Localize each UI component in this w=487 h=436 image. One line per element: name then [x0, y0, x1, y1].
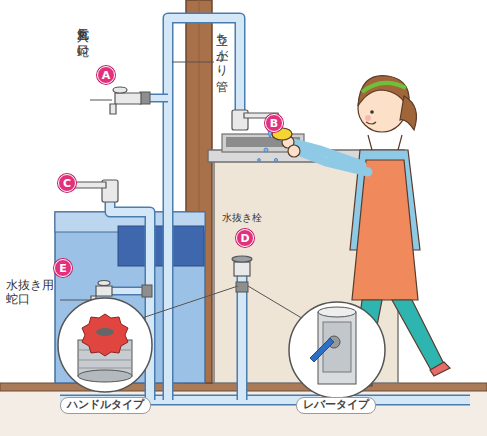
lever-type-closeup-part — [310, 338, 334, 362]
water-pipes-part — [237, 268, 248, 400]
water-pipes-part — [150, 383, 168, 400]
water-splash-part — [258, 159, 261, 162]
faucets-part — [98, 281, 110, 286]
faucets-part — [72, 182, 106, 188]
water-splash-part — [274, 158, 277, 161]
water-splash-part — [264, 148, 268, 152]
handle-type-closeup — [58, 298, 152, 392]
faucets-part — [232, 256, 252, 262]
woman-figure-part — [370, 110, 374, 114]
leader-lines — [60, 62, 305, 320]
part-label: 水抜き栓 — [222, 212, 282, 224]
callout-letter: D — [240, 233, 249, 244]
callout-letter: B — [270, 118, 278, 129]
woman-figure-part — [358, 76, 409, 110]
leader-lines-part — [60, 300, 92, 301]
part-label: 立ち上がり管 — [214, 24, 228, 72]
callout-circle: A — [97, 66, 115, 84]
handle-type-closeup-part — [58, 298, 152, 392]
lever-type-closeup-part — [318, 307, 356, 317]
left-cabinet-part — [118, 226, 204, 266]
callout-letter: E — [59, 263, 67, 274]
callout-letter: A — [102, 70, 111, 81]
left-cabinet-part — [55, 212, 205, 383]
water-pipes — [60, 18, 470, 400]
callout-circle: B — [265, 114, 283, 132]
lever-type-closeup-part — [289, 302, 385, 398]
woman-figure-part — [365, 115, 371, 121]
handle-type-closeup-part — [82, 314, 128, 356]
faucets-part — [113, 87, 127, 93]
callout-letter: C — [63, 178, 71, 189]
faucets-part — [115, 93, 141, 104]
woman-figure-part — [368, 135, 402, 150]
left-cabinet — [55, 212, 205, 383]
type-caption: ハンドルタイプ — [60, 397, 151, 414]
faucets-part — [96, 286, 112, 296]
woman-figure-part — [288, 145, 300, 157]
water-pipes-part — [168, 18, 240, 383]
lever-type-closeup — [289, 302, 385, 398]
woman-figure-part — [366, 122, 376, 124]
pipe-joints-part — [236, 282, 248, 292]
callout-circle: C — [58, 174, 76, 192]
woman-figure-part — [296, 150, 368, 172]
pipe-joints-part — [142, 285, 152, 297]
faucets-part — [110, 104, 116, 114]
part-label: 空気入れ蛇口 — [75, 18, 89, 38]
woman-figure-part — [400, 96, 416, 130]
leader-lines-part — [142, 286, 238, 318]
leader-lines-part — [248, 286, 305, 320]
woman-figure-part — [430, 362, 450, 376]
woman-figure-part — [392, 300, 444, 372]
part-label: 水抜き用蛇口 — [6, 279, 58, 307]
handle-type-closeup-part — [96, 328, 114, 336]
pipe-joints — [140, 92, 248, 297]
water-pipes-part — [168, 18, 240, 383]
leader-lines-part — [90, 100, 112, 101]
faucets-part — [234, 262, 250, 276]
type-caption: レバータイプ — [296, 397, 376, 414]
woman-figure-part — [352, 160, 418, 300]
water-pipes-part — [150, 383, 168, 400]
callout-circle: E — [54, 259, 72, 277]
callout-circle: D — [236, 229, 254, 247]
woman-figure-part — [362, 83, 406, 92]
handle-type-closeup-part — [78, 370, 132, 382]
faucets — [72, 87, 280, 304]
leader-lines-part — [172, 62, 214, 63]
